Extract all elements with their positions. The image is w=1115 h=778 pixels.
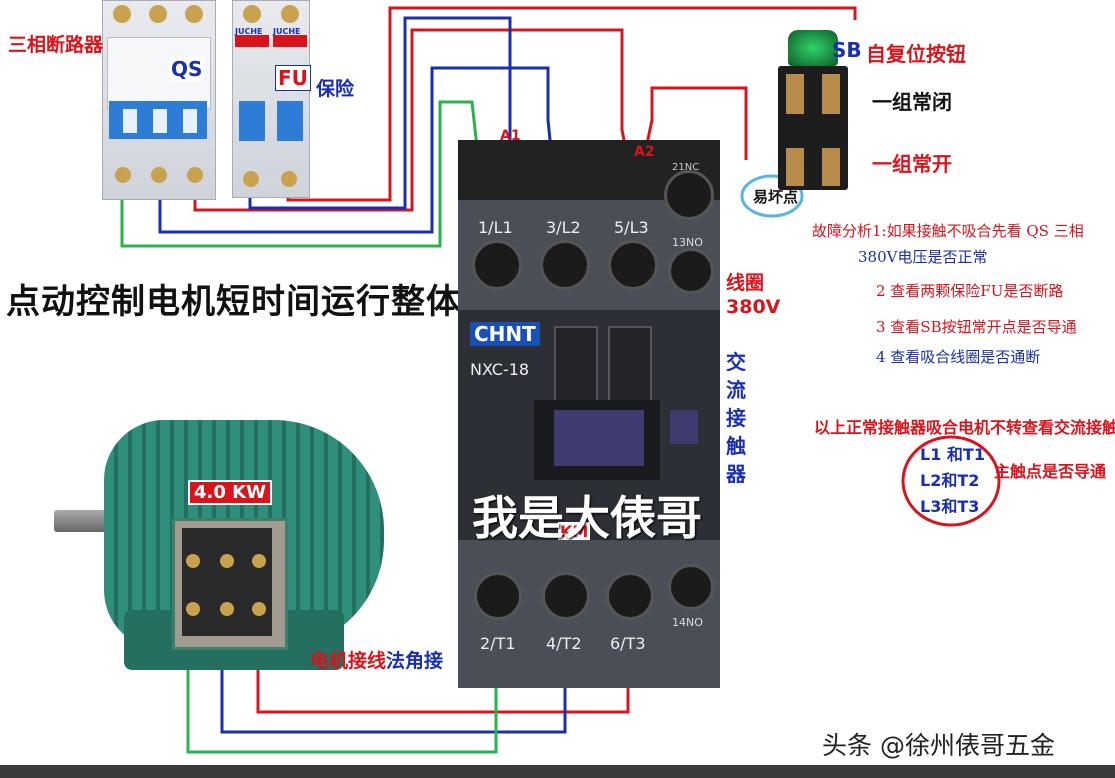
main-contact-note: 主触点是否导通	[994, 462, 1107, 481]
overlay-caption: 我是大俵哥	[472, 491, 702, 545]
check-l2-t2: L2和T2	[920, 471, 980, 490]
contactor-model: NXC-18	[470, 360, 530, 379]
contactor-km: 1/L1 3/L2 5/L3 21NC 13NO CHNT NXC-18 KM …	[458, 140, 720, 688]
terminal-l2: 3/L2	[546, 218, 581, 237]
terminal-t1: 2/T1	[480, 634, 516, 653]
fuse-label: 保险	[316, 78, 355, 100]
terminal-t2: 4/T2	[546, 634, 582, 653]
wire-green-l1	[120, 100, 492, 266]
breaker-label: 三相断路器	[8, 34, 104, 56]
check-l3-t3: L3和T3	[920, 497, 980, 516]
motor-wiring-type: 法角接	[386, 650, 444, 672]
coil-label: 线圈	[726, 272, 765, 294]
page-title: 点动控制电机短时间运行整体接线	[6, 282, 531, 322]
sb-cap	[788, 30, 838, 66]
contactor-tag: KM	[558, 522, 591, 541]
terminal-14no: 14NO	[672, 616, 703, 629]
wire-blue-l2	[158, 66, 564, 261]
terminal-t3: 6/T3	[610, 634, 646, 653]
weak-point-label: 易坏点	[753, 188, 799, 206]
analysis-line-3: 3 查看SB按钮常开点是否导通	[876, 318, 1077, 336]
check-l1-t1: L1 和T1	[920, 445, 985, 464]
motor: 4.0 KW	[54, 410, 386, 690]
contactor-armature	[554, 410, 644, 466]
motor-shaft	[54, 510, 114, 532]
breaker-qs: QS	[102, 0, 216, 200]
motor-wiring-text: 电机接线	[310, 650, 387, 672]
wire-blue-a1	[248, 16, 512, 210]
check-circle	[901, 435, 1001, 527]
contactor-vertical-label: 交 流 接 触 器	[726, 350, 746, 486]
breaker-tag: QS	[169, 57, 205, 81]
fuse-brand-2: JUCHE	[273, 27, 301, 36]
motor-power: 4.0 KW	[188, 480, 272, 505]
wire-red-l3	[193, 28, 630, 212]
motor-wiring-label: 电机接线法角接	[310, 646, 443, 673]
coil-a2: A2	[634, 144, 655, 160]
check-list: L1 和T1 L2和T2 L3和T3	[920, 442, 985, 520]
sb-label: 自复位按钮	[866, 42, 966, 66]
coil-voltage: 380V	[726, 296, 781, 318]
fuse-fu: JUCHE JUCHE FU	[232, 0, 311, 198]
analysis-line-1b: 380V电压是否正常	[858, 248, 988, 266]
terminal-21nc: 21NC	[672, 162, 700, 173]
analysis-line-2: 2 查看两颗保险FU是否断路	[876, 282, 1064, 300]
fuse-brand-1: JUCHE	[235, 27, 263, 36]
fuse-tag: FU	[275, 65, 311, 91]
normal-note: 以上正常接触器吸合电机不转查看交流接触器	[814, 418, 1115, 437]
sb-tag: SB	[832, 38, 862, 62]
bottom-bar	[0, 765, 1115, 778]
analysis-line-1: 故障分析1:如果接触不吸合先看 QS 三相	[812, 222, 1084, 240]
coil-a1: A1	[500, 128, 521, 144]
sb-no-label: 一组常开	[872, 152, 952, 176]
terminal-13no: 13NO	[672, 236, 703, 249]
terminal-l1: 1/L1	[478, 218, 513, 237]
contactor-brand: CHNT	[470, 322, 540, 346]
sb-nc-label: 一组常闭	[872, 90, 952, 114]
watermark: 头条 @徐州俵哥五金	[822, 731, 1055, 760]
analysis-line-4: 4 查看吸合线圈是否通断	[876, 348, 1041, 366]
terminal-l3: 5/L3	[614, 218, 649, 237]
sb-button	[778, 30, 848, 190]
